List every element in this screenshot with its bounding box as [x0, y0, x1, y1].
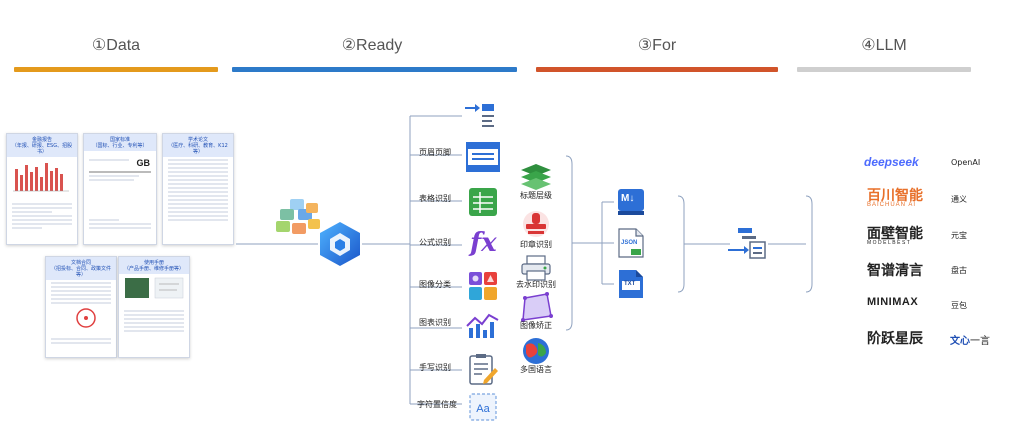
feed-into-llm-icon — [728, 228, 766, 259]
bar-chart-thumbnail — [13, 163, 69, 192]
doc-financial-title: 金融报告 （年报、研报、ESG、招股书） — [7, 134, 77, 157]
brand-wenxin-bold: 文心 — [950, 336, 970, 347]
step-label-llm: ④LLM — [861, 37, 907, 54]
multi-language-icon — [523, 338, 549, 364]
brand-deepseek: deepseek — [864, 155, 919, 169]
brand-doubao: 豆包 — [951, 301, 967, 310]
svg-text:Aa: Aa — [476, 403, 490, 415]
cap-label-multi-language: 多国语言 — [520, 365, 552, 374]
step-label-ready: ②Ready — [341, 37, 403, 54]
brand-wenxin-rest: 一言 — [970, 336, 990, 347]
brand-tongyi: 通义 — [951, 195, 967, 204]
txt-label: TXT — [624, 281, 636, 287]
doc-legal-contract: 文档合同 （招投标、合同、政策文件等） — [45, 256, 117, 358]
cap-label-watermark-removal: 去水印识别 — [516, 280, 556, 289]
json-file-icon — [618, 228, 644, 258]
cap-label-header-footer: 页眉页脚 — [419, 148, 451, 157]
cap-label-heading-hierarchy: 标题层级 — [520, 191, 552, 200]
step-bar-llm — [797, 67, 971, 72]
cap-label-chart: 图表识别 — [419, 318, 451, 327]
device-photo-thumbnail — [125, 277, 184, 299]
markdown-file-icon — [618, 189, 644, 215]
cap-label-handwriting: 手写识别 — [419, 363, 451, 372]
doc-national-standard: 国家标准 （国标、行业、专利等） GB — [83, 133, 157, 245]
brand-modelbest: 面壁智能 — [867, 225, 923, 241]
step-bar-for — [536, 67, 778, 72]
parser-engine-icon — [320, 222, 360, 266]
image-correction-icon — [521, 292, 553, 322]
cap-label-image-classification: 图像分类 — [419, 280, 451, 289]
seal-recognition-icon — [523, 211, 549, 237]
markdown-label: M↓ — [621, 193, 635, 204]
brand-yuanbao: 元宝 — [951, 231, 967, 240]
brand-modelbest-sub: MODELBEST — [867, 240, 912, 246]
brand-openai: OpenAI — [951, 158, 981, 167]
brand-stepfun: 阶跃星辰 — [867, 330, 923, 346]
doc-legal-title: 文档合同 （招投标、合同、政策文件等） — [46, 257, 116, 280]
seal-stamp-thumbnail — [76, 308, 96, 328]
cap-label-image-correction: 图像矫正 — [520, 321, 552, 330]
step-bar-data — [14, 67, 218, 72]
step-label-for: ③For — [637, 37, 677, 54]
cap-label-formula: 公式识别 — [419, 238, 451, 247]
cap-label-table: 表格识别 — [419, 194, 451, 203]
image-classification-icon — [469, 272, 497, 300]
json-label: JSON — [621, 240, 638, 246]
doc-academic-title: 学术论文 （医疗、科研、教育、K12等） — [163, 134, 233, 157]
cap-label-char-confidence: 字符置信度 — [417, 400, 457, 409]
formula-fx-icon: fx — [470, 228, 497, 258]
character-confidence-icon: Aa — [469, 393, 497, 421]
heading-hierarchy-icon — [521, 164, 551, 190]
brand-wenxin: 文心一言 — [950, 332, 990, 347]
brand-zhipu: 智谱清言 — [867, 262, 923, 278]
step-label-data: ①Data — [91, 37, 141, 54]
brand-baichuan-sub: BAICHUAN AI — [867, 202, 917, 208]
brand-pangu: 盘古 — [951, 266, 967, 275]
doc-financial-report: 金融报告 （年报、研报、ESG、招股书） — [6, 133, 78, 245]
cap-label-seal-recognition: 印章识别 — [520, 240, 552, 249]
brand-minimax: MINIMAX — [867, 296, 919, 308]
brand-baichuan: 百川智能 — [867, 187, 923, 203]
header-footer-icon — [466, 142, 500, 172]
doc-manual-title: 使用手册 （产品手册、维修手册等） — [119, 257, 189, 274]
chart-recognition-icon — [466, 313, 499, 338]
doc-academic-paper: 学术论文 （医疗、科研、教育、K12等） — [162, 133, 234, 245]
image-collection-icon — [276, 199, 320, 234]
watermark-removal-icon — [521, 255, 551, 281]
doc-standard-title: 国家标准 （国标、行业、专利等） — [84, 134, 156, 151]
txt-file-icon — [619, 270, 643, 298]
gb-logo: GB — [136, 158, 151, 168]
doc-user-manual: 使用手册 （产品手册、维修手册等） — [118, 256, 190, 358]
step-bar-ready — [232, 67, 517, 72]
table-recognition-icon — [469, 188, 497, 216]
handwriting-icon — [469, 354, 498, 385]
layout-analysis-icon — [465, 104, 494, 127]
